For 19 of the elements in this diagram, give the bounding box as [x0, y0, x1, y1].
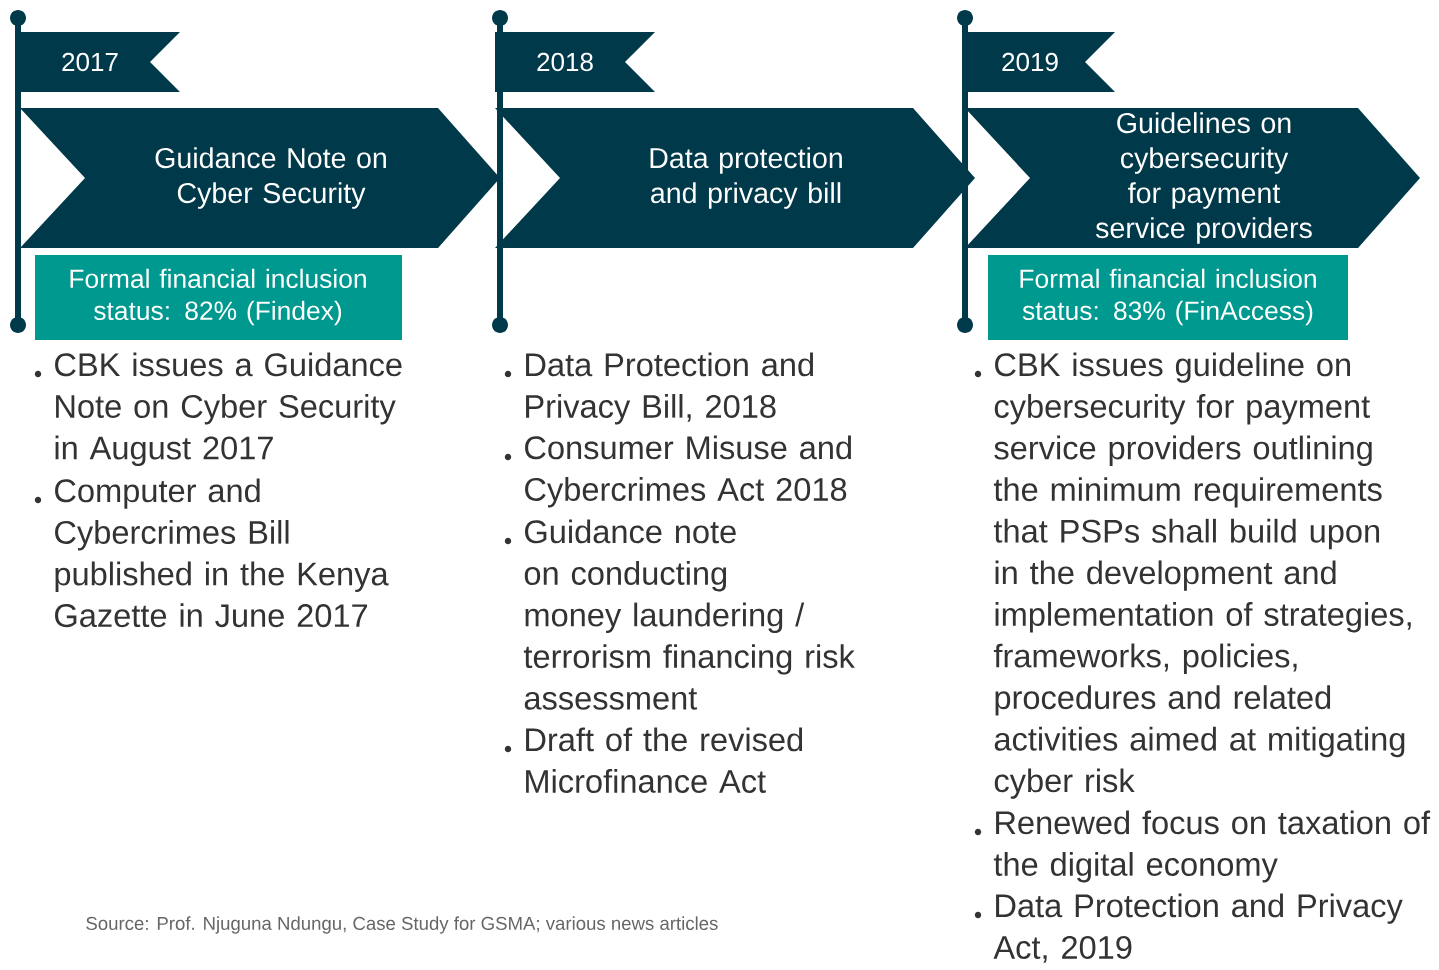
source-note: Source: Prof. Njuguna Ndungu, Case Study for GSMA; various news articles — [86, 916, 718, 934]
bullet-item: Guidance note on conducting money laundering / terrorism financing risk assessment — [523, 519, 855, 710]
bullet-item: Renewed focus on taxation of the digital economy — [993, 810, 1431, 883]
bullet-item: Computer and Cybercrimes Bill published in the Kenya Gazette in June 2017 — [55, 478, 389, 628]
node-label: 2017 — [62, 52, 118, 72]
chevron-banner: Data protection and privacy bill — [495, 108, 975, 248]
chevron-banner: Guidance Note on Cyber Security — [20, 108, 500, 248]
node-label: 2019 — [1002, 52, 1058, 72]
status-box: Formal financial inclusion status: 82% (Findex) — [35, 255, 402, 340]
status-box: Formal financial inclusion status: 83% (FinAccess) — [988, 255, 1348, 340]
bullet-item: Consumer Misuse and Cybercrimes Act 2018 — [525, 435, 851, 508]
bullet-item: Data Protection and Privacy Act, 2019 — [993, 893, 1403, 963]
bullet-item: Draft of the revised Microfinance Act — [526, 727, 803, 793]
bullet-item: Data Protection and Privacy Bill, 2018 — [526, 352, 813, 425]
flag-banner: 2018 — [495, 32, 655, 92]
chevron-banner: Guidelines on cybersecurity for payment service providers — [965, 108, 1420, 248]
bullet-item: CBK issues guideline on cybersecurity for payment service providers outlining the minimum requirements that PSPs shall build upon in the development and implementation of strategies, frameworks, policies, procedures and related activities aimed at mitigating cyber risk — [993, 352, 1411, 799]
flag-banner: 2019 — [965, 32, 1115, 92]
flag-banner: 2017 — [20, 32, 180, 92]
